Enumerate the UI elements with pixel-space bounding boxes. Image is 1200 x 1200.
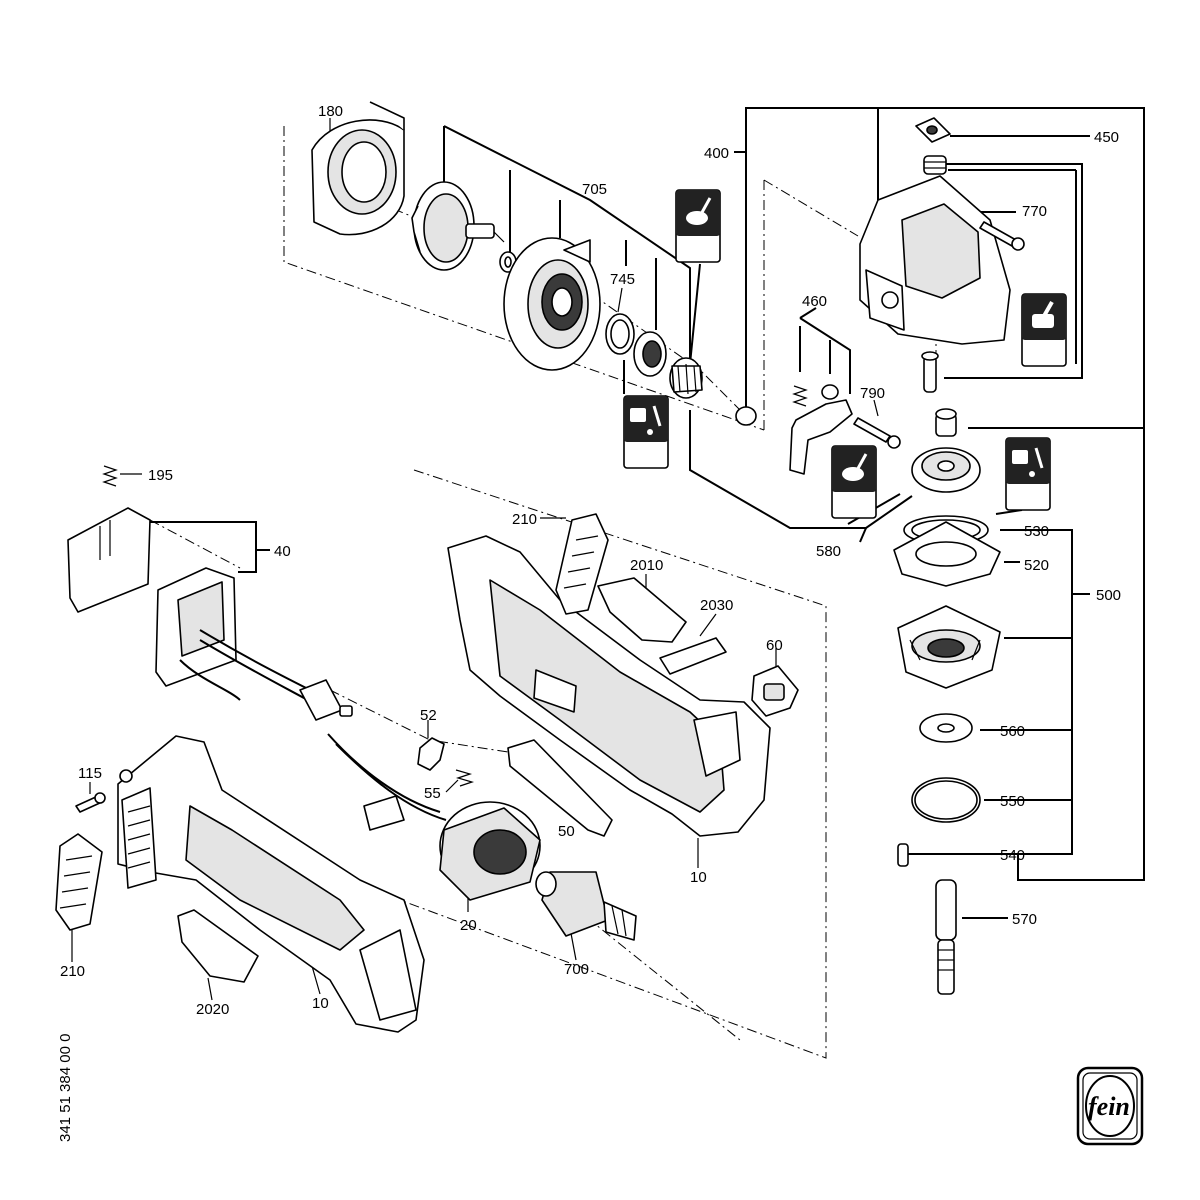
grease-brush-icon: [675, 189, 721, 263]
grease-brush-icon: [1021, 293, 1067, 367]
label-55: 55: [424, 785, 441, 802]
label-52: 52: [420, 707, 437, 724]
oil-can-brush-icon: [623, 395, 669, 469]
logo-wordmark: fein: [1088, 1092, 1130, 1121]
part-bearing: [633, 331, 667, 377]
part-lock-pin: [921, 351, 939, 393]
part-60-button: [751, 665, 799, 717]
label-180: 180: [318, 103, 343, 120]
label-195: 195: [148, 467, 173, 484]
part-540-screw: [897, 843, 909, 867]
part-180-shroud: [311, 101, 405, 236]
part-705-disc: [503, 237, 601, 371]
part-210-vent-cover-top: [555, 513, 609, 615]
part-2010-label: [597, 577, 687, 643]
part-450-gear-housing: [859, 117, 1011, 345]
leader-lines: [71, 107, 1145, 1001]
part-stator-wires: [327, 733, 447, 831]
part-labels: 180 705 745 400 450 770 460 790 580 530 …: [60, 103, 1121, 1018]
label-460: 460: [802, 293, 827, 310]
label-60: 60: [766, 637, 783, 654]
part-195-spring: [102, 465, 118, 487]
part-745-ring: [605, 313, 635, 355]
label-400: 400: [704, 145, 729, 162]
part-50-slider: [507, 739, 613, 837]
part-570-spindle: [935, 879, 957, 995]
part-55-spring: [455, 769, 475, 787]
label-745: 745: [610, 271, 635, 288]
label-450: 450: [1094, 129, 1119, 146]
label-115: 115: [78, 765, 102, 782]
label-210-left: 210: [60, 963, 85, 980]
label-10-right: 10: [690, 869, 707, 886]
part-2020-label: [177, 909, 259, 983]
label-2010: 2010: [630, 557, 663, 574]
part-40-electronics: [155, 567, 237, 687]
label-500: 500: [1096, 587, 1121, 604]
part-52-clip: [417, 737, 445, 771]
label-560: 560: [1000, 723, 1025, 740]
part-550-o-ring: [911, 777, 981, 823]
label-700: 700: [564, 961, 589, 978]
fein-logo-icon: fein: [1076, 1066, 1144, 1146]
part-switch: [299, 679, 353, 721]
label-550: 550: [1000, 793, 1025, 810]
part-gear-shaft: [411, 181, 505, 271]
part-500-bearing-flange: [897, 605, 1001, 689]
part-10-housing-left: [117, 735, 425, 1033]
part-20-stator: [439, 801, 541, 901]
label-705: 705: [582, 181, 607, 198]
label-770: 770: [1022, 203, 1047, 220]
part-580-bevel-gear: [911, 447, 981, 493]
part-460-button: [821, 384, 839, 400]
oil-can-brush-icon: [1005, 437, 1051, 511]
label-10-left: 10: [312, 995, 329, 1012]
label-520: 520: [1024, 557, 1049, 574]
label-580: 580: [816, 543, 841, 560]
label-540: 540: [1000, 847, 1025, 864]
part-115-screw: [75, 792, 106, 813]
label-50: 50: [558, 823, 575, 840]
part-bushing: [735, 406, 757, 426]
label-2030: 2030: [700, 597, 733, 614]
label-20: 20: [460, 917, 477, 934]
part-700-rotor: [535, 871, 637, 941]
part-collar: [935, 408, 957, 437]
label-2020: 2020: [196, 1001, 229, 1018]
part-2030-label: [659, 637, 727, 675]
part-460-lever: [789, 399, 853, 475]
document-number: 341 51 384 00 0: [57, 1034, 74, 1142]
part-520-plate: [893, 521, 1001, 587]
grease-brush-icon: [831, 445, 877, 519]
label-530: 530: [1024, 523, 1049, 540]
label-790: 790: [860, 385, 885, 402]
part-10-housing-right: [447, 535, 771, 837]
label-570: 570: [1012, 911, 1037, 928]
part-40-bracket: [67, 507, 151, 613]
part-790-screw: [853, 417, 901, 449]
part-560-washer: [919, 713, 973, 743]
label-40: 40: [274, 543, 291, 560]
part-770-screw: [979, 221, 1025, 251]
part-small-gear: [669, 357, 703, 399]
label-210-top: 210: [512, 511, 537, 528]
part-210-vent-cover-left: [55, 833, 103, 931]
part-460-spring: [792, 385, 808, 407]
